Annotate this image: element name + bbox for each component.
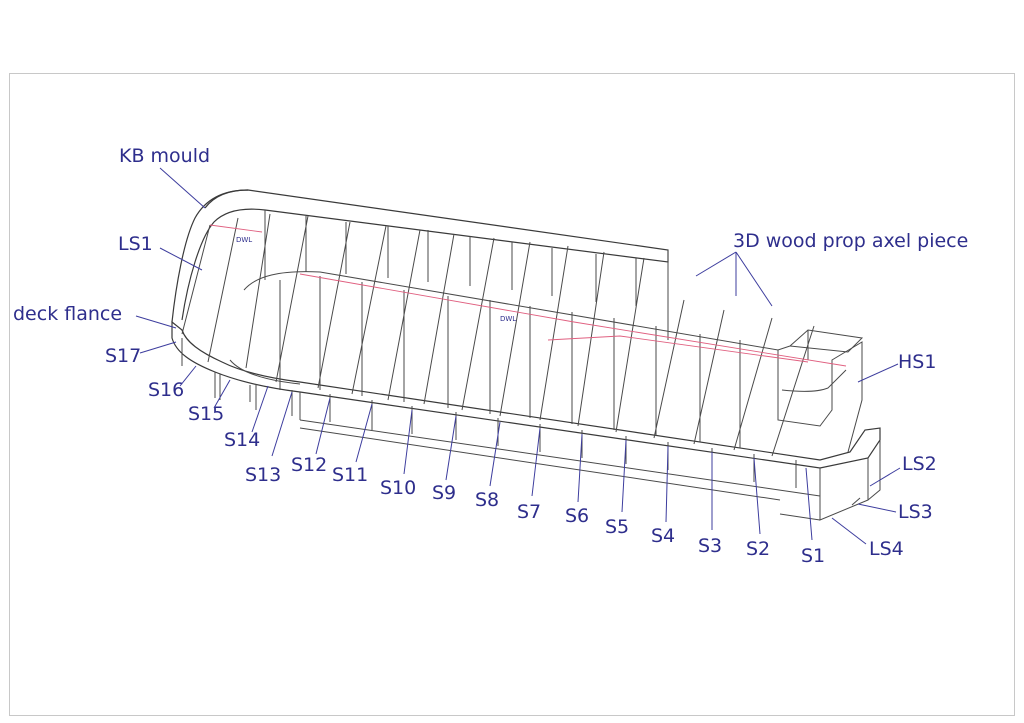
dwl-line-back [209, 224, 263, 233]
kb-mould-rail [181, 189, 669, 321]
dwl-line-front [299, 273, 847, 367]
station-leader-lines [179, 365, 813, 541]
frame-ribs [181, 213, 815, 457]
station-label: S3 [698, 535, 722, 557]
station-label: S15 [188, 403, 224, 425]
inner-side-lower [229, 359, 301, 385]
station-label: S2 [746, 538, 770, 560]
station-label: S7 [517, 501, 541, 523]
transom-block [777, 341, 863, 453]
ls2-leader [869, 467, 901, 487]
hs1-label: HS1 [898, 351, 936, 373]
ls1-label: LS1 [118, 233, 153, 255]
prop-axel-leader-3 [735, 251, 773, 307]
deck-flance-label: deck flance [13, 303, 122, 325]
ls2-label: LS2 [902, 453, 937, 475]
deck-flance-leader [135, 315, 177, 329]
ls4-label: LS4 [869, 538, 904, 560]
station-frames [181, 210, 821, 501]
ls4-leader [831, 517, 867, 545]
design-waterline [209, 224, 847, 367]
s17-leader [139, 341, 177, 354]
station-label: S12 [291, 454, 327, 476]
station-label: S6 [565, 505, 589, 527]
ls3-label: LS3 [898, 501, 933, 523]
station-label: S1 [801, 545, 825, 567]
leader-lines [135, 167, 901, 545]
back-wall-ribs [264, 210, 637, 306]
station-label: S17 [105, 345, 141, 367]
station-label: S10 [380, 477, 416, 499]
kb-mould-label: KB mould [119, 145, 210, 167]
station-label: S14 [224, 429, 260, 451]
kb-mould-leader [159, 167, 206, 209]
station-label: S11 [332, 464, 368, 486]
front-wall-ribs [279, 276, 741, 448]
kb-mould-outer [171, 189, 249, 323]
station-labels: S17 S16 S15 S14 S13 S12 S11 S10 S9 S8 S7… [105, 345, 825, 567]
bottom-skirt-base [249, 385, 861, 521]
station-label: S9 [432, 482, 456, 504]
station-label: S8 [475, 489, 499, 511]
keel-lines [299, 419, 821, 501]
station-label: S5 [605, 516, 629, 538]
station-label: S4 [651, 525, 675, 547]
hull-outline [171, 189, 881, 521]
station-leaders [179, 365, 813, 541]
ls3-leader [857, 503, 897, 513]
bottom-skirt [181, 338, 881, 521]
hs1-leader [857, 363, 899, 383]
prop-axel-label: 3D wood prop axel piece [733, 230, 968, 252]
deck-flange [171, 320, 881, 469]
inner-side-top [243, 271, 791, 351]
labels: KB mould LS1 deck flance 3D wood prop ax… [13, 145, 968, 560]
ls1-leader [159, 247, 203, 271]
prop-axel-leader-1 [695, 251, 737, 277]
dwl-tag-front: DWL [500, 315, 516, 323]
station-label: S13 [245, 464, 281, 486]
hs1-curve [781, 369, 847, 392]
station-label: S16 [148, 379, 184, 401]
dwl-tag-back: DWL [236, 236, 252, 244]
transom-top [789, 329, 864, 360]
dwl-line-low [547, 335, 809, 363]
sheet-border [9, 73, 1015, 716]
